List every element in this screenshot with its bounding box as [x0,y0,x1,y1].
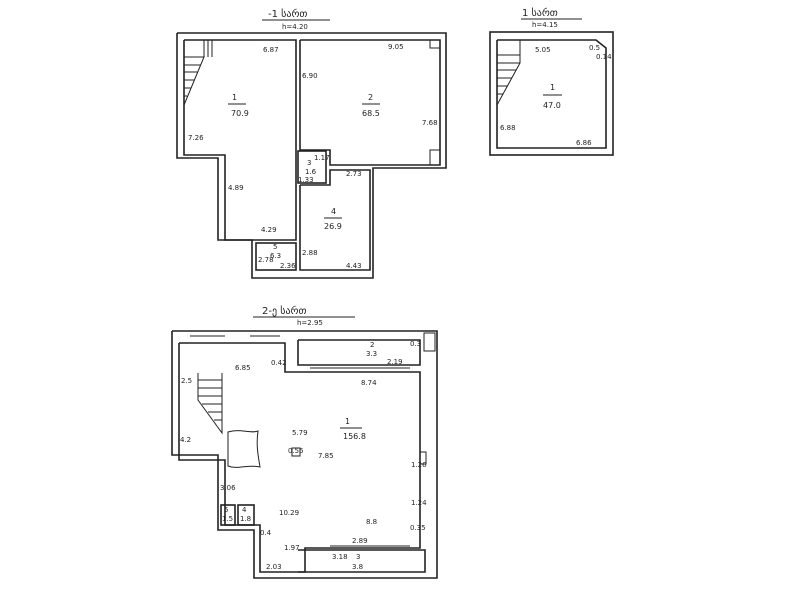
dimension: 5.79 [292,429,308,437]
room-area: 68.5 [362,109,380,118]
plan-first-floor: 1 სართ h=4.15 1 47.0 5.05 6.86 6.88 0.14… [489,7,614,156]
dimension: 0.42 [271,359,287,367]
dimension: 1.33 [298,176,314,184]
room-number: 1 [232,93,237,102]
dimension: 0.14 [596,53,612,61]
stairs [197,373,223,435]
room-area: 70.9 [231,109,249,118]
dimension: 0.55 [288,447,304,455]
room-number: 4 [331,207,336,216]
dimension: 3.06 [220,484,236,492]
room-area: 6.3 [270,252,281,260]
stairs [183,40,213,106]
room-1-wall [178,342,421,573]
room-area: 156.8 [343,432,366,441]
dimension: 6.86 [576,139,592,147]
dimension: 2.36 [280,262,296,270]
room-1-wall [496,39,607,149]
dimension: 7.85 [318,452,334,460]
dimension: 8.8 [366,518,377,526]
dimension: 2.78 [258,256,274,264]
dimension: 7.26 [188,134,204,142]
room-2-wall [297,339,421,366]
outer-wall [171,330,438,579]
dimension: 6.88 [500,124,516,132]
room-number: 1 [550,83,555,92]
room-number: 3 [307,159,311,167]
column [423,332,436,352]
dimension: 1.24 [411,499,427,507]
dimension: 4.2 [180,436,191,444]
column [291,447,301,457]
room-2-wall [299,39,441,166]
outer-wall [176,32,447,279]
room-area: 26.9 [324,222,342,231]
dimension: 9.05 [388,43,404,51]
room-number: 2 [368,93,373,102]
room-3-wall [298,549,426,573]
room-area: 1.6 [305,168,317,176]
room-3-wall [297,150,327,184]
plan-height: h=4.15 [532,21,558,29]
dimension: 10.29 [279,509,299,517]
dimension: 2.5 [181,377,192,385]
plan-title: 2-ე სართ [262,305,307,317]
dimension: 2.89 [352,537,368,545]
room-number: 1 [345,417,350,426]
room-area: 3.8 [352,563,363,571]
room-4-wall [299,169,371,271]
plan-second-floor: 2-ე სართ h=2.95 1 156.8 2 3.3 3 3.8 4 1.… [171,305,438,579]
room-number: 5 [273,243,277,251]
dimension: 7.68 [422,119,438,127]
dimension: 0.35 [410,524,426,532]
column [419,451,427,465]
room-area: 47.0 [543,101,561,110]
room-number: 4 [242,506,247,514]
column [429,39,441,49]
dimension: 1.97 [284,544,300,552]
dimension: 6.87 [263,46,279,54]
dimension: 2.73 [346,170,362,178]
dimension: 0.3 [410,340,421,348]
room-number: 5 [224,506,228,514]
dimension: 2.88 [302,249,318,257]
room-area: 3.3 [366,350,377,358]
dimension: 5.05 [535,46,551,54]
room-5-wall [220,504,236,526]
room-1-wall [183,39,297,241]
column [429,149,441,166]
dimension: 4.89 [228,184,244,192]
plan-title: 1 სართ [522,7,558,19]
room-area: 1.5 [222,515,233,523]
dimension: 3.18 [332,553,348,561]
plan-basement: -1 სართ h=4.20 1 70.9 2 68.5 3 1.6 4 26.… [176,8,447,279]
dimension: 6.85 [235,364,251,372]
void-opening [227,430,261,468]
room-number: 3 [356,553,360,561]
plan-title: -1 სართ [268,8,307,20]
dimension: 1.26 [411,461,427,469]
stairs [496,40,521,106]
dimension: 4.29 [261,226,277,234]
plan-height: h=4.20 [282,23,308,31]
outer-wall [489,31,614,156]
dimension: 6.90 [302,72,318,80]
dimension: 0.4 [260,529,272,537]
dimension: 2.19 [387,358,403,366]
dimension: 2.03 [266,563,282,571]
room-4-wall [237,504,255,526]
room-number: 2 [370,341,374,349]
dimension: 1.17 [314,154,330,162]
dimension: 4.43 [346,262,362,270]
dimension: 0.5 [589,44,600,52]
windows [190,335,410,547]
dimension: 8.74 [361,379,377,387]
room-area: 1.8 [240,515,251,523]
plan-height: h=2.95 [297,319,323,327]
room-5-wall [255,242,297,271]
